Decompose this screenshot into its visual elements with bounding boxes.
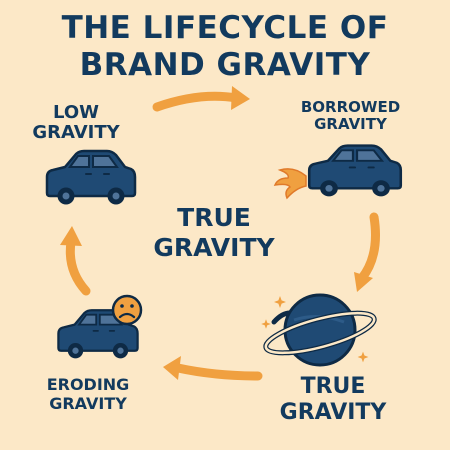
stage-true-line1: TRUE <box>300 374 366 399</box>
arrow-icon <box>60 226 91 296</box>
stage-borrowed-line2: GRAVITY <box>314 114 387 133</box>
stage-eroding-line1: ERODING <box>46 375 130 394</box>
stage-eroding-line2: GRAVITY <box>49 393 127 413</box>
stage-true-line2: GRAVITY <box>279 399 387 425</box>
stage-low-line1: LOW <box>53 102 99 123</box>
stage-eroding-label: ERODING GRAVITY <box>22 375 154 414</box>
planet-icon <box>263 293 377 367</box>
center-line2: GRAVITY <box>153 233 275 262</box>
arrow-icon <box>163 356 263 381</box>
car-icon <box>307 144 403 198</box>
flame-icon <box>273 168 307 200</box>
stage-borrowed-label: BORROWED GRAVITY <box>283 99 418 133</box>
arrow-icon <box>354 212 380 292</box>
title-line-1: THE LIFECYCLE OF <box>61 10 389 46</box>
sparkle-icon <box>261 319 271 329</box>
stage-true-label: TRUE GRAVITY <box>258 374 408 426</box>
car-icon <box>45 149 137 206</box>
center-label: TRUE GRAVITY <box>128 203 300 263</box>
center-line1: TRUE <box>177 203 251 232</box>
sparkle-icon <box>274 296 286 308</box>
sad-face-icon <box>111 294 143 326</box>
stage-borrowed-line1: BORROWED <box>300 98 401 116</box>
sparkle-icon <box>357 351 369 363</box>
arrow-icon <box>152 86 250 112</box>
title-line-2: BRAND GRAVITY <box>79 47 371 83</box>
stage-low-label: LOW GRAVITY <box>10 102 142 144</box>
stage-low-line2: GRAVITY <box>32 122 120 144</box>
